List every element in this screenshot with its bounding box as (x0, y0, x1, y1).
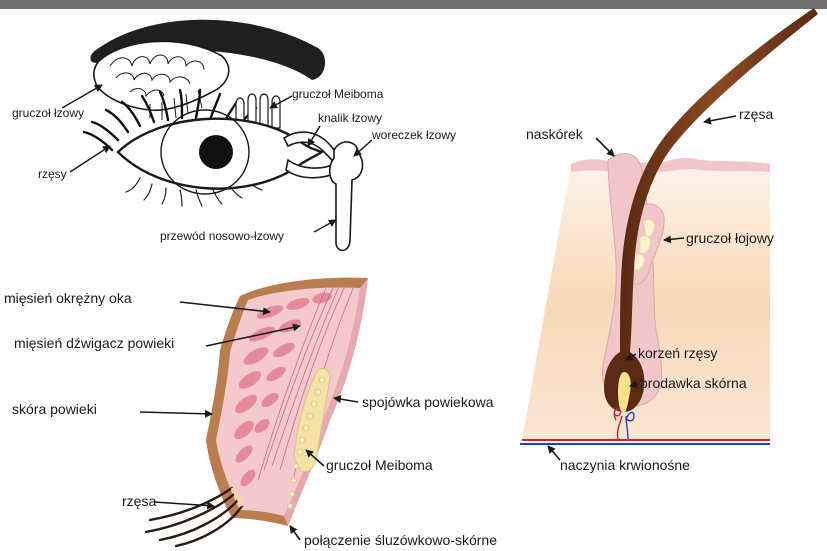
label-kanalik-lzowy: knalik łzowy (318, 111, 382, 125)
label-rzesa-follicle: rzęsa (739, 106, 773, 122)
label-brodawka: brodawka skórna (640, 375, 747, 391)
label-naskorek: naskórek (526, 126, 584, 142)
label-miesien-dzwigacz: mięsień dźwigacz powieki (14, 335, 174, 351)
label-spojowka: spojówka powiekowa (362, 394, 494, 410)
eyelid-figure (146, 278, 368, 546)
eye-figure (84, 20, 363, 251)
label-woreczek-lzowy: woreczek łzowy (371, 128, 456, 142)
lacrimal-gland (94, 41, 229, 110)
label-rzesa-lid: rzęsa (122, 493, 156, 509)
label-miesien-okrezny: mięsień okrężny oka (4, 290, 132, 306)
label-skora-powieki: skóra powieki (12, 401, 97, 417)
label-gruczol-lojowy: gruczoł łojowy (686, 230, 774, 246)
pupil (199, 135, 233, 169)
label-gruczol-meiboma-eye: gruczoł Meiboma (292, 87, 384, 101)
label-gruczol-lzowy: gruczoł łzowy (12, 106, 84, 120)
label-rzesy: rzęsy (38, 167, 67, 181)
tear-sac (330, 142, 363, 250)
label-korzen-rzesy: korzeń rzęsy (638, 345, 717, 361)
label-przewod: przewód nosowo-łzowy (160, 229, 284, 243)
label-gruczol-meiboma-lid: gruczoł Meiboma (326, 457, 433, 473)
label-polaczenie: połączenie śluzówkowo-skórne (304, 532, 497, 548)
label-naczynia: naczynia krwionośne (560, 457, 690, 473)
